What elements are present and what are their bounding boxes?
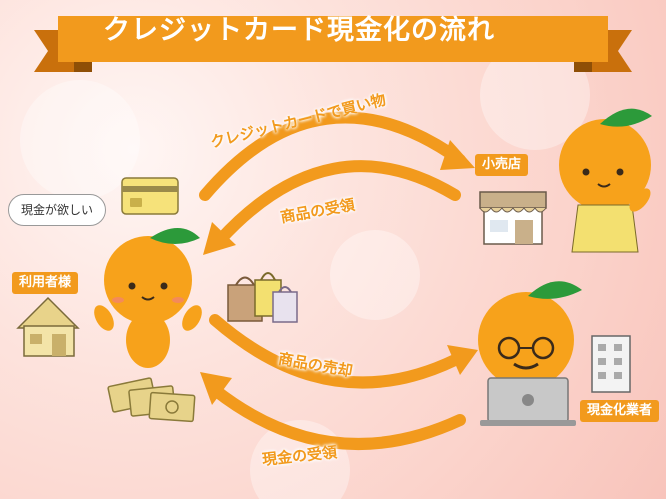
orange-character-user bbox=[94, 228, 202, 368]
orange-character-dealer bbox=[478, 281, 582, 426]
arrow-receive-goods-head bbox=[203, 222, 236, 255]
arrow-receive-cash bbox=[209, 384, 466, 450]
label-user: 利用者様 bbox=[12, 272, 79, 294]
title-banner bbox=[34, 16, 632, 72]
cash-bills-icon bbox=[107, 377, 196, 423]
bokeh-light bbox=[330, 230, 420, 320]
arrow-buy bbox=[199, 111, 466, 201]
store-icon bbox=[479, 191, 547, 245]
bokeh-light bbox=[20, 80, 140, 200]
arrow-receive-goods bbox=[214, 160, 461, 246]
label-store: 小売店 bbox=[475, 154, 529, 176]
arrow-buy-head bbox=[440, 140, 475, 170]
arrow-receive-cash-head bbox=[200, 372, 232, 405]
house-icon bbox=[16, 296, 80, 357]
arrow-sell-goods-head bbox=[447, 345, 478, 375]
arrow-sell-goods bbox=[209, 314, 461, 389]
orange-character-store bbox=[559, 108, 652, 253]
shopping-bags-icon bbox=[227, 272, 298, 323]
page-title: クレジットカード現金化の流れ bbox=[103, 15, 495, 46]
credit-card-icon bbox=[121, 177, 179, 215]
speech-bubble: 現金が欲しい bbox=[8, 194, 106, 226]
label-dealer: 現金化業者 bbox=[580, 400, 660, 422]
office-building-icon bbox=[591, 335, 631, 393]
